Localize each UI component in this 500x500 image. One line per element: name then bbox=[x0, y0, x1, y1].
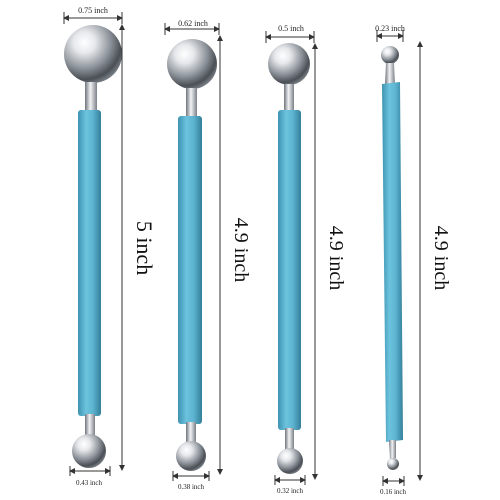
tool-1-bottom-shaft bbox=[85, 414, 95, 440]
tool-1: 0.75 inch 0.43 inch 5 inch bbox=[63, 6, 157, 487]
tool-2-length-label: 4.9 inch bbox=[230, 218, 252, 282]
tool-4: 0.23 inch 0.16 inch 4.9 inch bbox=[375, 24, 452, 496]
tool-1-top-diameter-label: 0.75 inch bbox=[78, 6, 108, 15]
tool-1-top-ball bbox=[64, 25, 122, 83]
tool-4-top-diameter-label: 0.23 inch bbox=[375, 24, 405, 33]
tool-1-bottom-diameter-label: 0.43 inch bbox=[76, 479, 103, 487]
tool-2-top-diameter-label: 0.62 inch bbox=[178, 19, 208, 28]
tool-4-top-shaft bbox=[385, 63, 395, 84]
tool-2-top-ball bbox=[167, 39, 217, 89]
tool-4-bottom-ball bbox=[387, 458, 399, 470]
tool-1-handle bbox=[78, 110, 101, 416]
tool-3-bottom-diameter-label: 0.32 inch bbox=[277, 487, 304, 495]
tool-2: 0.62 inch 0.38 inch 4.9 inch bbox=[164, 19, 252, 491]
tool-3-top-shaft bbox=[284, 84, 294, 112]
tool-4-handle bbox=[382, 82, 403, 442]
tool-2-bottom-shaft bbox=[186, 422, 196, 444]
tool-1-bottom-ball bbox=[72, 434, 106, 468]
tool-2-top-shaft bbox=[186, 88, 197, 118]
tool-2-handle bbox=[178, 116, 202, 424]
tool-1-length-label: 5 inch bbox=[132, 221, 157, 275]
tool-3-bottom-ball bbox=[277, 448, 303, 474]
tool-4-top-ball bbox=[381, 46, 399, 64]
tool-3: 0.5 inch 0.32 inch 4.9 inch bbox=[265, 24, 347, 495]
tool-3-length-label: 4.9 inch bbox=[325, 226, 347, 290]
tool-3-bottom-shaft bbox=[285, 428, 294, 450]
tool-4-length-label: 4.9 inch bbox=[430, 226, 452, 290]
tool-4-bottom-shaft bbox=[389, 440, 396, 460]
tool-4-bottom-diameter-label: 0.16 inch bbox=[380, 488, 407, 496]
tool-3-top-ball bbox=[268, 43, 310, 85]
tool-2-bottom-diameter-label: 0.38 inch bbox=[178, 483, 205, 491]
tool-2-bottom-ball bbox=[176, 441, 206, 471]
tool-3-top-diameter-label: 0.5 inch bbox=[278, 24, 304, 33]
tool-3-handle bbox=[278, 110, 301, 430]
tool-1-top-shaft bbox=[85, 82, 97, 112]
